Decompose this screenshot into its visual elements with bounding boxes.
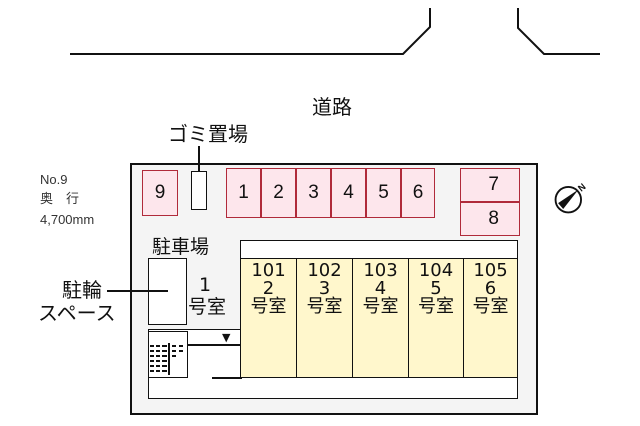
unit-103: 103 4 号室	[352, 258, 409, 378]
unit-105-room: 105	[473, 260, 508, 281]
parking-stall-5: 5	[366, 168, 401, 218]
unit-103-sub: 4	[374, 278, 387, 299]
lot-number: No.9	[40, 172, 68, 187]
unit-101-suffix: 号室	[250, 296, 287, 317]
road-label: 道路	[312, 95, 352, 119]
unit-103-room: 103	[363, 260, 398, 281]
garbage-bin	[191, 171, 207, 210]
entrance-marker: ▼	[222, 331, 231, 344]
unit-104-sub: 5	[430, 278, 442, 299]
unit-1-suffix: 号室	[188, 296, 227, 318]
road-outline	[70, 8, 600, 55]
parking-stall-8: 8	[460, 202, 520, 236]
unit-103-suffix: 号室	[362, 296, 399, 317]
parking-stall-3: 3	[296, 168, 331, 218]
bicycle-space	[148, 258, 187, 325]
unit-102-sub: 3	[318, 278, 331, 299]
bicycle-leader-line	[107, 290, 168, 292]
bicycle-label-line2: スペース	[38, 301, 116, 325]
parking-stall-9: 9	[142, 170, 178, 216]
stairs-icon	[150, 343, 183, 375]
unit-105: 105 6 号室	[463, 258, 518, 378]
unit-101-sub: 2	[262, 278, 275, 299]
parking-stall-6: 6	[401, 168, 435, 218]
lot-depth-label: 奥 行	[40, 192, 80, 207]
unit-101-room: 101	[251, 260, 286, 281]
north-compass-icon: N	[554, 181, 587, 214]
unit-105-sub: 6	[484, 278, 497, 299]
parking-label: 駐車場	[152, 236, 210, 258]
unit-105-suffix: 号室	[472, 296, 509, 317]
balcony-strip	[240, 240, 518, 259]
unit-1-number: 1	[199, 274, 212, 296]
parking-stall-2: 2	[261, 168, 296, 218]
unit-102: 102 3 号室	[296, 258, 353, 378]
garbage-leader-line	[198, 146, 200, 190]
parking-stall-4: 4	[331, 168, 366, 218]
corridor-line-lower	[212, 377, 242, 379]
parking-stall-1: 1	[226, 168, 261, 218]
unit-102-suffix: 号室	[306, 296, 343, 317]
unit-104: 104 5 号室	[408, 258, 464, 378]
garbage-label: ゴミ置場	[168, 122, 248, 146]
svg-text:N: N	[576, 181, 587, 193]
parking-stall-7: 7	[460, 168, 520, 202]
unit-102-room: 102	[307, 260, 342, 281]
lot-depth-value: 4,700mm	[40, 212, 95, 227]
unit-104-suffix: 号室	[418, 296, 454, 317]
unit-104-room: 104	[418, 260, 454, 281]
corridor-line	[187, 344, 241, 346]
bicycle-label-line1: 駐輪	[62, 278, 102, 302]
unit-101: 101 2 号室	[240, 258, 297, 378]
